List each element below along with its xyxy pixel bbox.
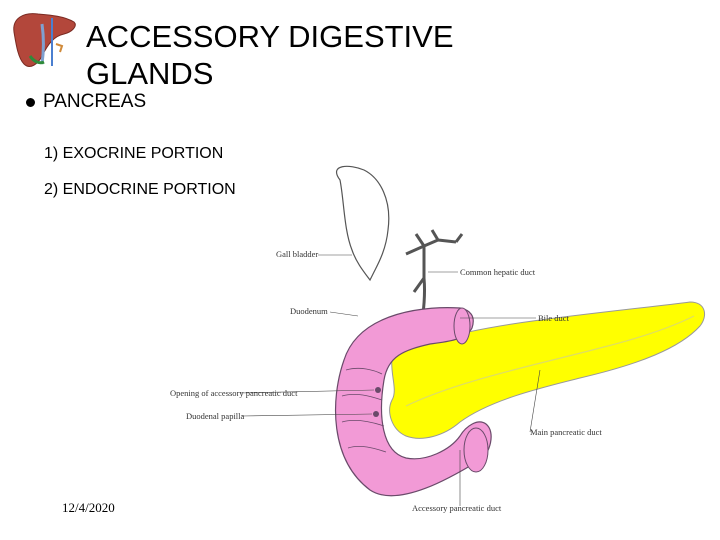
leader-lines [239,254,541,506]
label-bile-duct: Bile duct [538,313,570,323]
slide-title: ACCESSORY DIGESTIVE GLANDS [86,18,454,92]
duodenum-opening-bottom [463,427,489,473]
subitem-exocrine: 1) EXOCRINE PORTION [44,145,224,162]
duodenum-opening-top [453,307,471,345]
duodenum-folds [341,367,387,453]
title-line-2: GLANDS [86,56,214,91]
duodenal-papilla [373,411,379,417]
main-pancreatic-duct [405,315,695,407]
bullet-text: PANCREAS [43,91,147,112]
pancreas-diagram: Gall bladder Common hepatic duct Duodenu… [170,165,706,513]
bullet-item: PANCREAS [26,91,146,113]
label-accessory-pancreatic-duct: Accessory pancreatic duct [412,503,502,513]
label-opening-accessory: Opening of accessory pancreatic duct [170,388,298,398]
title-line-1: ACCESSORY DIGESTIVE [86,19,454,54]
label-common-hepatic-duct: Common hepatic duct [460,267,536,277]
subitem-endocrine: 2) ENDOCRINE PORTION [44,181,236,198]
accessory-papilla [375,387,381,393]
label-gall-bladder: Gall bladder [276,249,318,259]
liver-icon [13,13,76,67]
hepatic-ducts [405,229,464,361]
gall-bladder-shape [336,165,390,282]
label-duodenum: Duodenum [290,306,328,316]
footer-date: 12/4/2020 [62,500,115,515]
label-duodenal-papilla: Duodenal papilla [186,411,245,421]
bullet-icon [26,97,35,107]
label-main-pancreatic-duct: Main pancreatic duct [530,427,602,437]
